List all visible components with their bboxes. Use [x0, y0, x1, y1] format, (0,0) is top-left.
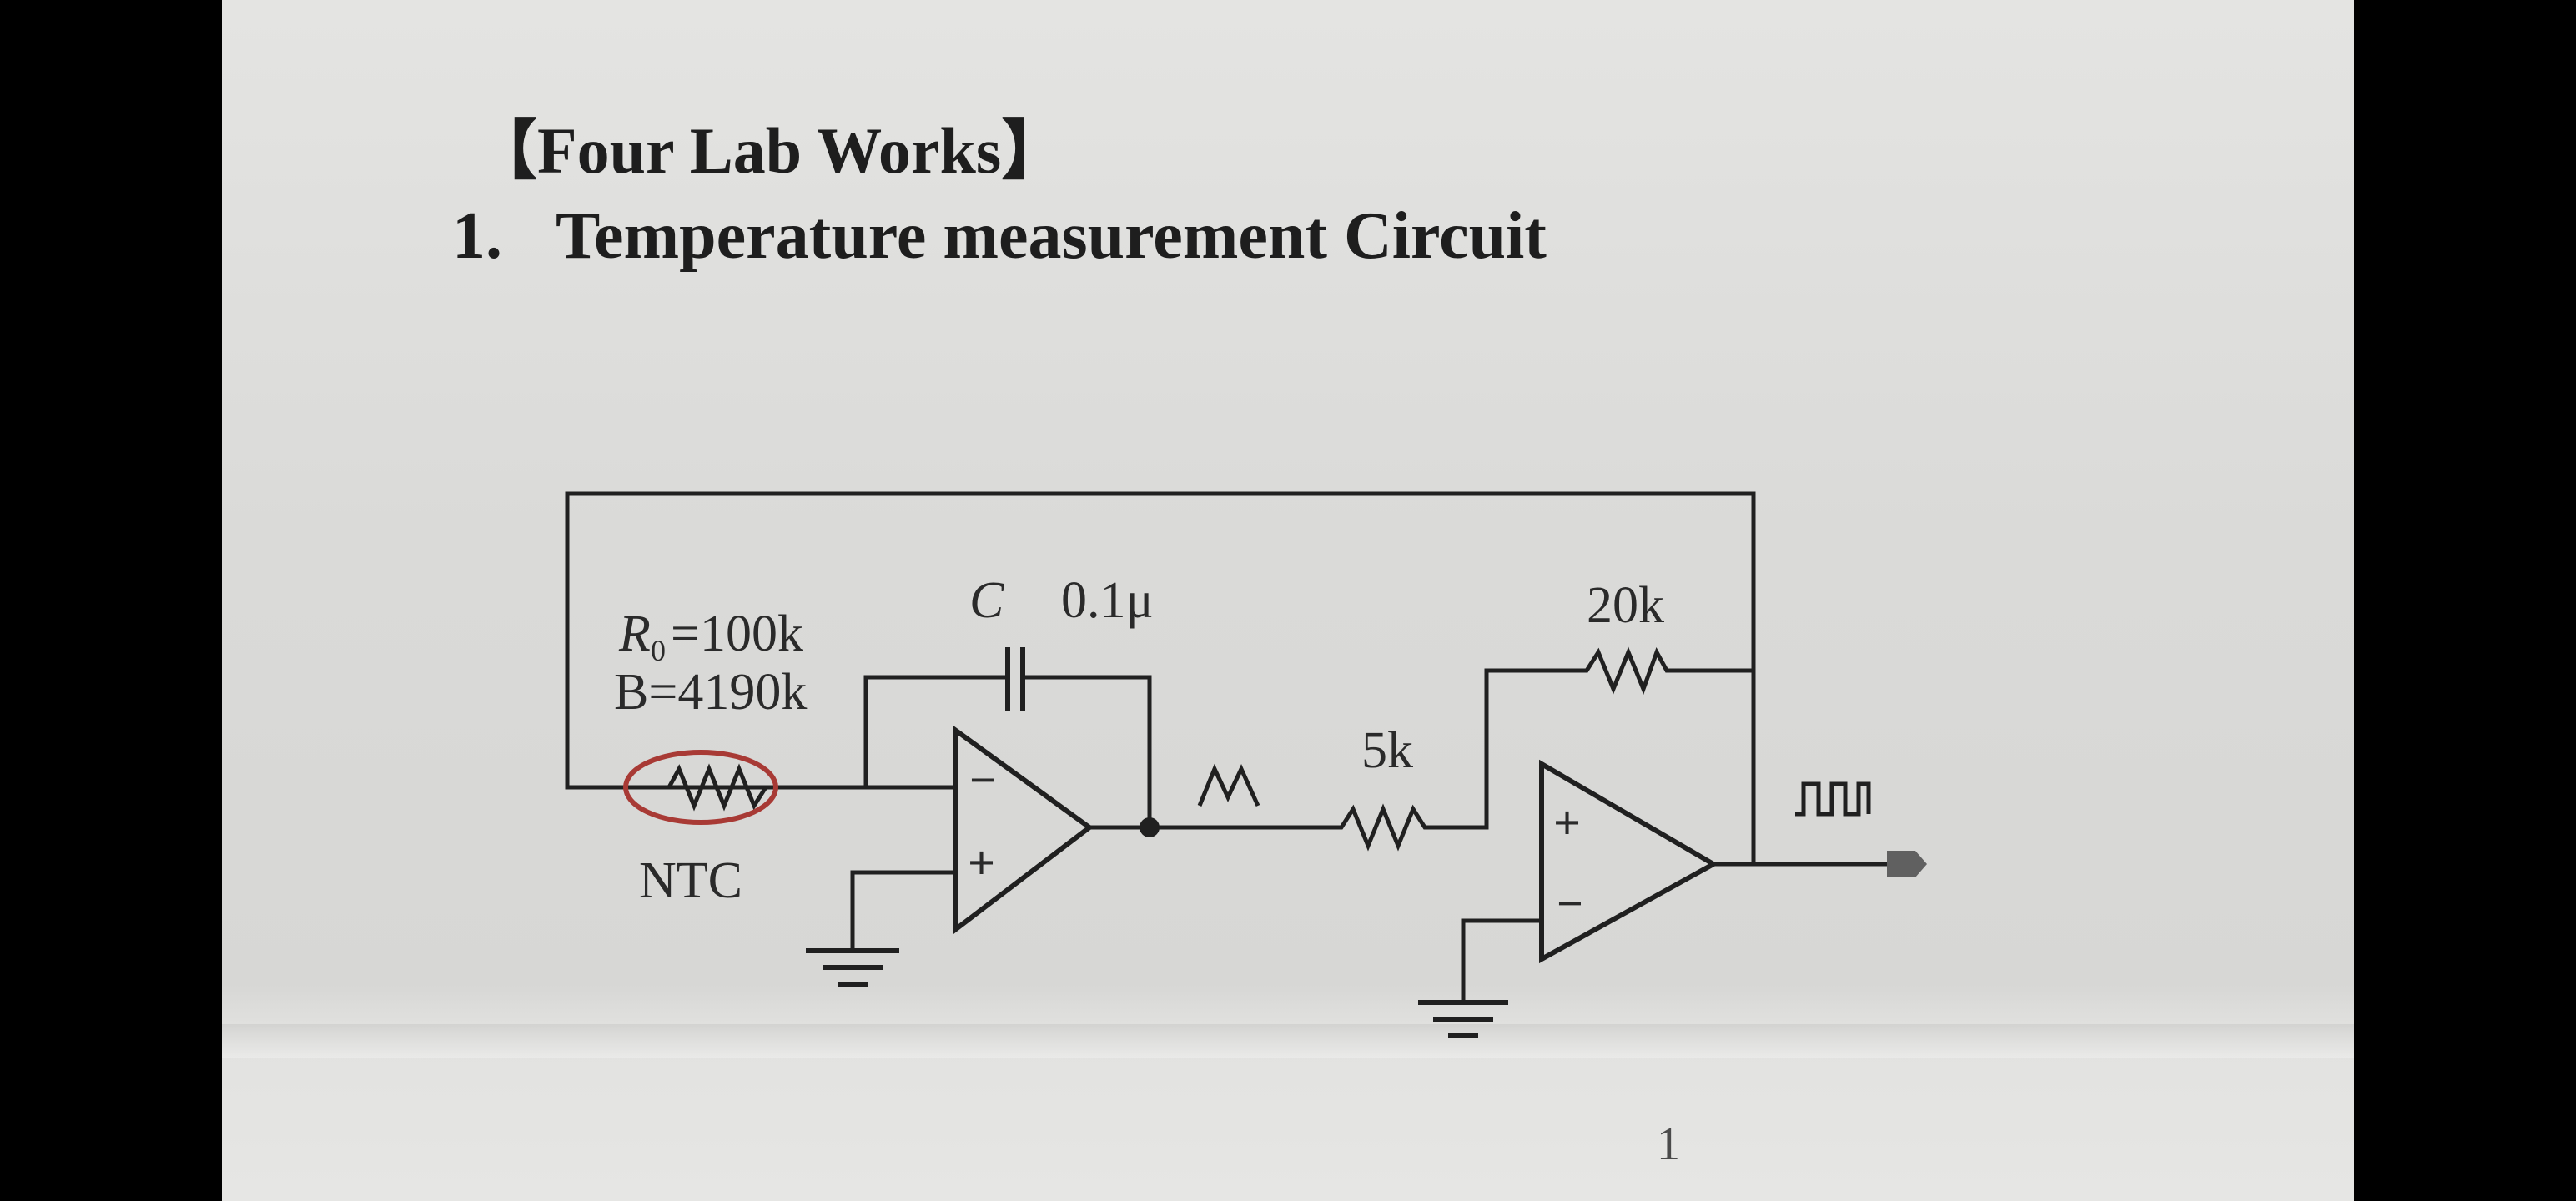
- ground-symbol-integrator: [806, 948, 899, 987]
- ground-symbol-comparator: [1418, 1000, 1508, 1038]
- page-fold-shadow: [222, 1024, 2354, 1058]
- resistor-20k-icon: [1573, 646, 1673, 695]
- comparator-ground-wire: [1461, 918, 1544, 1005]
- comparator-noninverting-sign: +: [1553, 796, 1581, 850]
- comparator-opamp-icon: [1539, 759, 1719, 964]
- comparator-inverting-sign: −: [1557, 878, 1583, 930]
- square-wave-icon: [1795, 781, 1871, 817]
- b-value-label: B=4190k: [614, 664, 807, 721]
- circuit-diagram: − + + − R 0 =100k B=4190k NTC C 0.1μ 5k …: [565, 491, 1927, 1038]
- cap-right-wire: [1020, 675, 1152, 830]
- capacitor-value-label: 0.1μ: [1061, 572, 1154, 629]
- triangle-wave-icon: [1197, 763, 1260, 807]
- integrator-inverting-sign: −: [969, 755, 996, 807]
- capacitor-icon: [1005, 647, 1025, 711]
- feedback-left-wire: [1484, 668, 1576, 827]
- item-title: Temperature measurement Circuit: [556, 199, 1547, 273]
- r0-symbol: R: [618, 606, 651, 662]
- resistor-5k-icon: [1328, 803, 1436, 852]
- resistor-20k-label: 20k: [1587, 577, 1664, 634]
- ntc-label: NTC: [639, 852, 742, 909]
- r0-subscript: 0: [651, 634, 666, 667]
- document-page: 【Four Lab Works】 1. Temperature measurem…: [222, 0, 2354, 1201]
- ntc-resistor-icon: [656, 763, 777, 812]
- r0-value: =100k: [671, 606, 803, 662]
- output-arrow-icon: [1887, 851, 1927, 877]
- section-title: 【Four Lab Works】: [472, 114, 1067, 187]
- resistor-5k-label: 5k: [1361, 722, 1413, 779]
- ntc-highlight-circle: [623, 750, 778, 825]
- page-number: 1: [1657, 1118, 1680, 1170]
- wires: [565, 491, 1889, 1005]
- integrator-noninverting-sign: +: [968, 836, 995, 890]
- junction-dot: [1140, 817, 1160, 837]
- integrator-opamp-icon: [953, 726, 1094, 935]
- integrator-ground-wire: [850, 870, 958, 953]
- capacitor-symbol-label: C: [969, 572, 1004, 629]
- feedback-loop-wire: [565, 491, 1756, 867]
- item-number: 1.: [452, 199, 502, 273]
- cap-left-wire: [863, 675, 1010, 790]
